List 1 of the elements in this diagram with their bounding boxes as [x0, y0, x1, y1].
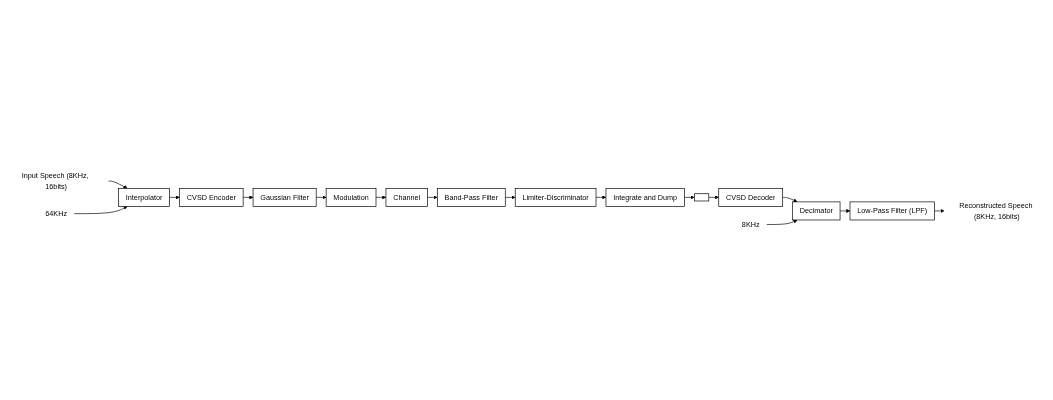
node-box [694, 193, 710, 202]
